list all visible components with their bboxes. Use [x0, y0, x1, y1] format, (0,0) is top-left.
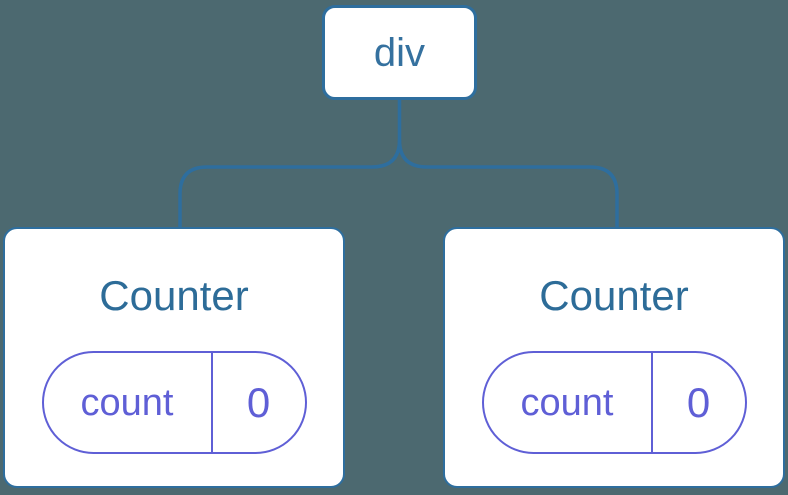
state-key-cell: count — [484, 353, 651, 452]
root-node-label: div — [373, 30, 426, 75]
state-key-cell: count — [44, 353, 211, 452]
tree-node-counter-right: Counter count 0 — [443, 227, 785, 488]
counter-title: Counter — [99, 271, 249, 319]
counter-title: Counter — [539, 271, 689, 319]
state-key-label: count — [520, 381, 614, 424]
connector-right-branch — [397, 139, 619, 227]
state-pill: count 0 — [481, 351, 747, 455]
connector-left-branch — [178, 100, 402, 227]
state-key-label: count — [80, 381, 174, 424]
state-value: 0 — [686, 378, 711, 426]
tree-node-div: div — [322, 5, 477, 100]
state-value-cell: 0 — [650, 353, 745, 453]
tree-node-counter-left: Counter count 0 — [3, 227, 345, 488]
state-value: 0 — [246, 378, 271, 426]
state-value-cell: 0 — [210, 353, 305, 453]
state-pill: count 0 — [41, 351, 307, 455]
